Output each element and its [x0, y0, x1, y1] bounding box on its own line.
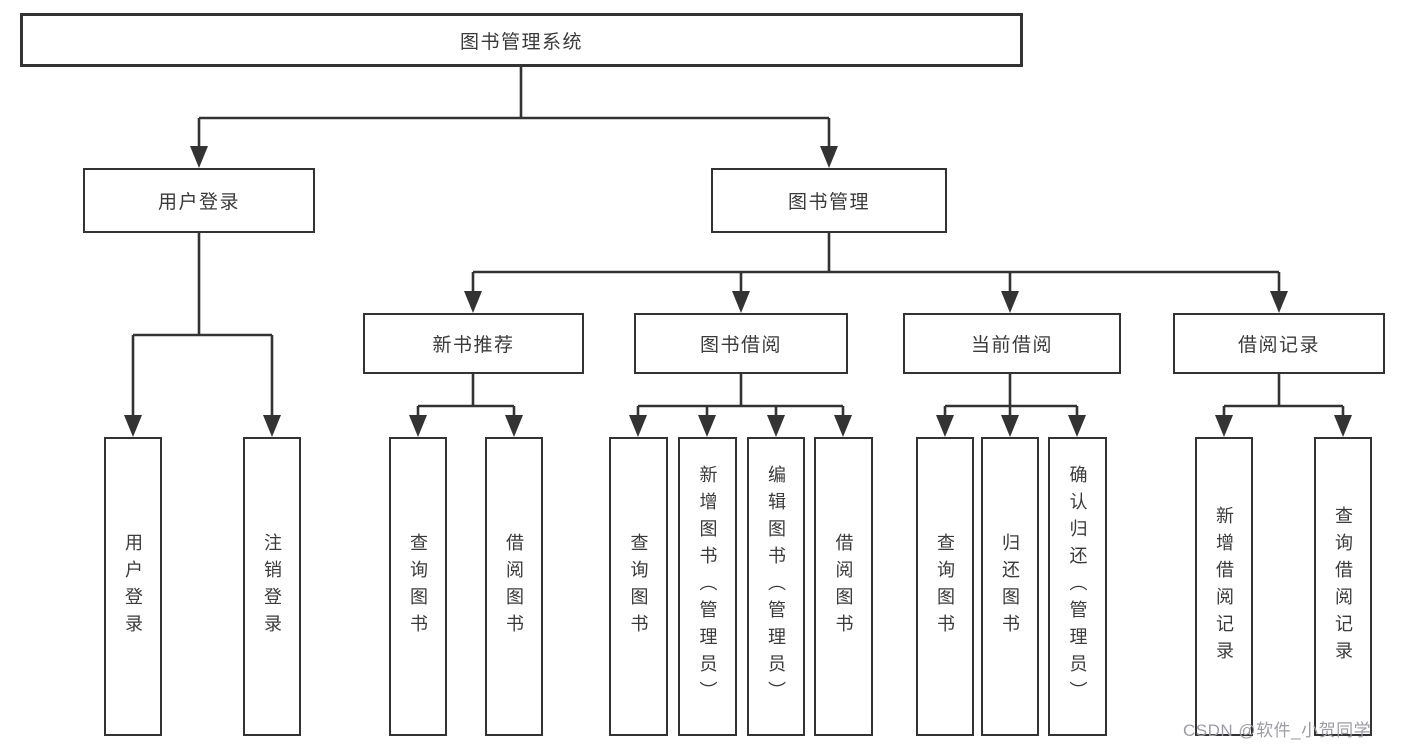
node-new-book-recommend: 新书推荐 [363, 313, 584, 374]
node-label: 图书借阅 [699, 335, 782, 356]
leaf-label: 查询图书 [935, 532, 955, 641]
leaf-borrow-books: 借阅图书 [814, 437, 873, 736]
leaf-user-login: 用户登录 [104, 437, 162, 736]
node-borrow-records: 借阅记录 [1173, 313, 1385, 374]
leaf-label: 用户登录 [123, 532, 143, 641]
node-label: 图书管理 [787, 192, 870, 213]
node-label: 新书推荐 [432, 335, 515, 356]
node-label: 当前借阅 [970, 335, 1053, 356]
leaf-add-books-admin: 新增图书（管理员） [678, 437, 737, 736]
csdn-watermark: CSDN @软件_小贺同学 [1183, 721, 1372, 740]
leaf-label: 归还图书 [1000, 532, 1020, 641]
node-label: 用户登录 [157, 192, 240, 213]
leaf-confirm-return-admin: 确认归还（管理员） [1048, 437, 1107, 736]
leaf-query-borrow-record: 查询借阅记录 [1314, 437, 1372, 736]
node-label: 图书管理系统 [459, 31, 583, 53]
leaf-label: 借阅图书 [504, 532, 524, 641]
node-label: 借阅记录 [1237, 335, 1320, 356]
leaf-label: 确认归还（管理员） [1067, 465, 1088, 708]
leaf-query-books-current: 查询图书 [916, 437, 974, 736]
leaf-return-books: 归还图书 [981, 437, 1039, 736]
leaf-label: 编辑图书（管理员） [766, 465, 786, 708]
leaf-label: 查询图书 [628, 532, 649, 641]
leaf-label: 借阅图书 [833, 532, 854, 641]
node-library-management-system: 图书管理系统 [20, 13, 1023, 67]
leaf-borrow-books-recommend: 借阅图书 [485, 437, 543, 736]
leaf-label: 注销登录 [262, 532, 282, 641]
node-current-borrow: 当前借阅 [903, 313, 1121, 374]
leaf-label: 查询图书 [408, 532, 428, 641]
leaf-label: 新增图书（管理员） [697, 465, 718, 708]
leaf-edit-books-admin: 编辑图书（管理员） [747, 437, 805, 736]
node-user-login: 用户登录 [83, 168, 315, 233]
leaf-query-books-borrow: 查询图书 [609, 437, 668, 736]
node-book-management: 图书管理 [711, 168, 947, 233]
leaf-label: 新增借阅记录 [1214, 505, 1234, 668]
leaf-label: 查询借阅记录 [1333, 505, 1353, 668]
leaf-query-books-recommend: 查询图书 [389, 437, 447, 736]
leaf-logout: 注销登录 [243, 437, 301, 736]
node-book-borrow: 图书借阅 [634, 313, 848, 374]
leaf-add-borrow-record: 新增借阅记录 [1195, 437, 1253, 736]
